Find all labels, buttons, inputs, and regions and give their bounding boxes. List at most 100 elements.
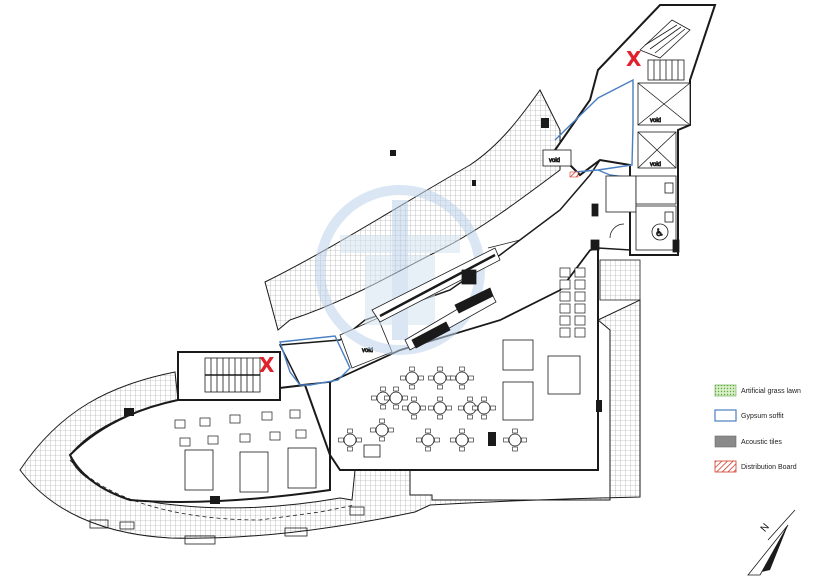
legend-item-distribution: Distribution Board	[714, 460, 797, 473]
round-table	[407, 401, 421, 415]
chair	[402, 405, 408, 411]
table-seat	[574, 291, 586, 302]
chair	[388, 427, 394, 433]
void-label: void	[549, 158, 560, 164]
table-seat	[559, 327, 571, 338]
chair	[393, 386, 399, 392]
square-table	[179, 437, 191, 447]
marker-x-left: X	[259, 353, 275, 377]
distribution-board	[569, 171, 579, 178]
table-seat	[559, 303, 571, 314]
gypsum-swatch-icon	[714, 409, 737, 422]
round-table	[405, 371, 419, 385]
table-seat	[559, 267, 571, 278]
chair	[409, 384, 415, 390]
chair	[446, 405, 452, 411]
chair	[437, 384, 443, 390]
round-table	[508, 433, 522, 447]
legend-label: Distribution Board	[741, 464, 797, 471]
square-table	[207, 435, 219, 445]
square-table	[199, 417, 211, 427]
void-upper: void	[637, 82, 691, 126]
legend-item-acoustic: Acoustic tiles	[714, 435, 782, 448]
marker-x-top: X	[626, 47, 642, 71]
chair	[347, 428, 353, 434]
chair	[418, 375, 424, 381]
chair	[384, 395, 390, 401]
void-small: void	[542, 149, 572, 167]
square-table	[295, 429, 307, 439]
chair	[450, 375, 456, 381]
chair	[468, 375, 474, 381]
chair	[472, 405, 478, 411]
chair	[411, 414, 417, 420]
bar-counter	[371, 239, 521, 351]
acoustic-swatch-icon	[714, 435, 737, 448]
accessible-wc-icon: ♿	[655, 228, 664, 239]
tiled-terraces	[19, 89, 641, 539]
perimeter-planters	[89, 506, 365, 545]
table-seat	[559, 291, 571, 302]
chair	[370, 427, 376, 433]
chair	[459, 446, 465, 452]
legend-item-gypsum: Gypsum soffit	[714, 409, 784, 422]
table-seat	[574, 327, 586, 338]
chair	[371, 395, 377, 401]
right-strip-terrace	[599, 259, 641, 301]
chair	[459, 428, 465, 434]
square-table	[229, 414, 241, 424]
table-seat	[574, 303, 586, 314]
chair	[428, 375, 434, 381]
square-table	[174, 419, 186, 429]
chair	[411, 396, 417, 402]
chair	[437, 396, 443, 402]
right-stair	[639, 19, 691, 81]
columns	[124, 118, 602, 504]
chair	[450, 437, 456, 443]
round-table	[477, 401, 491, 415]
square-table	[269, 431, 281, 441]
legend-item-grass: Artificial grass lawn	[714, 384, 801, 397]
chair	[356, 437, 362, 443]
chair	[467, 396, 473, 402]
chair	[393, 404, 399, 410]
round-table	[375, 423, 389, 437]
chair	[521, 437, 527, 443]
toilet-block: ♿	[590, 175, 680, 253]
table-seat	[574, 315, 586, 326]
chair	[380, 404, 386, 410]
round-table	[433, 371, 447, 385]
chair	[458, 405, 464, 411]
chair	[459, 366, 465, 372]
grass-swatch-icon	[714, 384, 737, 397]
chair	[467, 414, 473, 420]
void-label: void	[650, 162, 661, 168]
lounge-seating	[184, 339, 581, 493]
table-seat	[574, 267, 586, 278]
north-label: N	[759, 522, 772, 535]
chair	[481, 396, 487, 402]
square-table	[261, 411, 273, 421]
chair	[481, 414, 487, 420]
chair	[379, 436, 385, 442]
chair	[416, 437, 422, 443]
chair	[437, 414, 443, 420]
chair	[379, 418, 385, 424]
distribution-swatch-icon	[714, 460, 737, 473]
chair	[512, 428, 518, 434]
chair	[402, 395, 408, 401]
square-table	[239, 433, 251, 443]
legend-label: Gypsum soffit	[741, 413, 784, 420]
chair	[428, 405, 434, 411]
chair	[338, 437, 344, 443]
round-table	[421, 433, 435, 447]
chair	[409, 366, 415, 372]
round-table	[433, 401, 447, 415]
chair	[380, 386, 386, 392]
chair	[459, 384, 465, 390]
chair	[512, 446, 518, 452]
chair	[468, 437, 474, 443]
chair	[425, 446, 431, 452]
